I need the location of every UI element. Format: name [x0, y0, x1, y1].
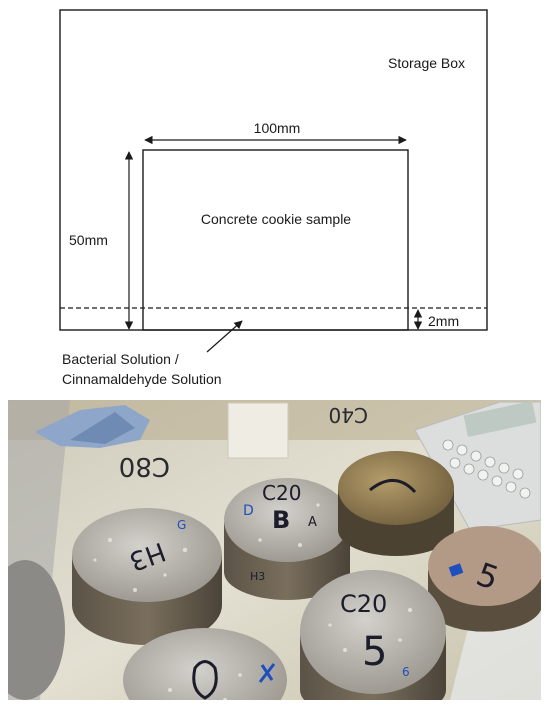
scale-device — [414, 400, 541, 531]
solution-label-line1: Bacterial Solution / — [62, 351, 179, 367]
svg-text:A: A — [308, 515, 317, 530]
concrete-sample-box — [142, 149, 409, 331]
depth-label: 2mm — [428, 313, 459, 329]
svg-text:5: 5 — [362, 629, 387, 675]
tray-mark-c80: C80 — [119, 451, 170, 481]
sample-label: Concrete cookie sample — [201, 211, 351, 227]
sample-right: 5 — [428, 526, 541, 632]
svg-text:H3: H3 — [250, 570, 265, 583]
svg-text:C20: C20 — [262, 481, 301, 505]
tray-floor — [8, 400, 541, 700]
sample-center: C20 B A D H3 — [224, 478, 350, 600]
svg-text:5: 5 — [472, 555, 504, 598]
sample-left: H3 G — [72, 508, 222, 645]
sample-front-left — [123, 628, 287, 700]
svg-text:B: B — [272, 506, 290, 534]
solution-label-line2: Cinnamaldehyde Solution — [62, 371, 222, 387]
svg-text:6: 6 — [402, 665, 410, 679]
tray-mark-c40: C40 — [329, 403, 368, 427]
svg-text:C20: C20 — [340, 590, 387, 618]
svg-text:H3: H3 — [125, 536, 169, 577]
sample-back-right — [338, 451, 454, 556]
width-label: 100mm — [254, 120, 301, 136]
svg-text:G: G — [177, 518, 186, 532]
height-label: 50mm — [69, 232, 108, 248]
diagram: Storage Box Concrete cookie sample 100mm… — [59, 9, 488, 387]
solution-pointer-arrow — [206, 320, 243, 353]
sample-front: C20 5 6 — [300, 570, 446, 700]
svg-text:D: D — [243, 503, 254, 519]
storage-box-label: Storage Box — [388, 55, 465, 71]
